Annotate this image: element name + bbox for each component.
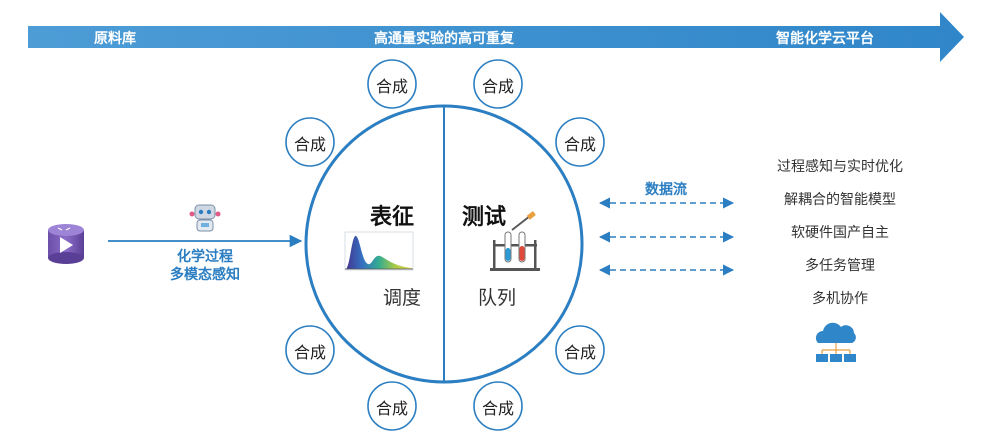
banner-arrow bbox=[28, 12, 964, 62]
synthesis-node-label: 合成 bbox=[481, 399, 515, 418]
scheduling-label: 调度 bbox=[383, 287, 422, 309]
capability-item: 过程感知与实时优化 bbox=[777, 159, 903, 175]
queue-label: 队列 bbox=[478, 287, 517, 309]
cloud-network-icon bbox=[815, 322, 856, 362]
capability-item: 多任务管理 bbox=[805, 258, 875, 274]
capability-item: 软硬件国产自主 bbox=[791, 225, 889, 241]
robot-icon bbox=[189, 204, 221, 232]
characterization-title: 表征 bbox=[370, 205, 415, 230]
banner-label-reproducibility: 高通量实验的高可重复 bbox=[374, 31, 514, 47]
synthesis-nodes bbox=[285, 59, 605, 431]
data-flow-arrows bbox=[598, 197, 735, 276]
banner-label-cloud-platform: 智能化学云平台 bbox=[776, 31, 874, 47]
database-icon bbox=[48, 224, 84, 264]
spectrum-chart-icon bbox=[344, 231, 414, 271]
process-label-line1: 化学过程 bbox=[177, 249, 233, 265]
process-label-line2: 多模态感知 bbox=[170, 267, 240, 283]
synthesis-node-label: 合成 bbox=[293, 135, 327, 154]
testing-title: 测试 bbox=[462, 205, 507, 230]
capability-item: 解耦合的智能模型 bbox=[784, 192, 896, 208]
synthesis-node-label: 合成 bbox=[481, 77, 515, 96]
synthesis-node-label: 合成 bbox=[563, 343, 597, 362]
banner-label-raw-materials: 原料库 bbox=[94, 31, 136, 47]
synthesis-node-label: 合成 bbox=[293, 343, 327, 362]
test-tube-rack-icon bbox=[490, 211, 540, 271]
synthesis-node-label: 合成 bbox=[563, 135, 597, 154]
capability-item: 多机协作 bbox=[812, 291, 868, 307]
data-flow-label: 数据流 bbox=[645, 182, 687, 198]
synthesis-node-label: 合成 bbox=[375, 77, 409, 96]
synthesis-node-label: 合成 bbox=[375, 399, 409, 418]
